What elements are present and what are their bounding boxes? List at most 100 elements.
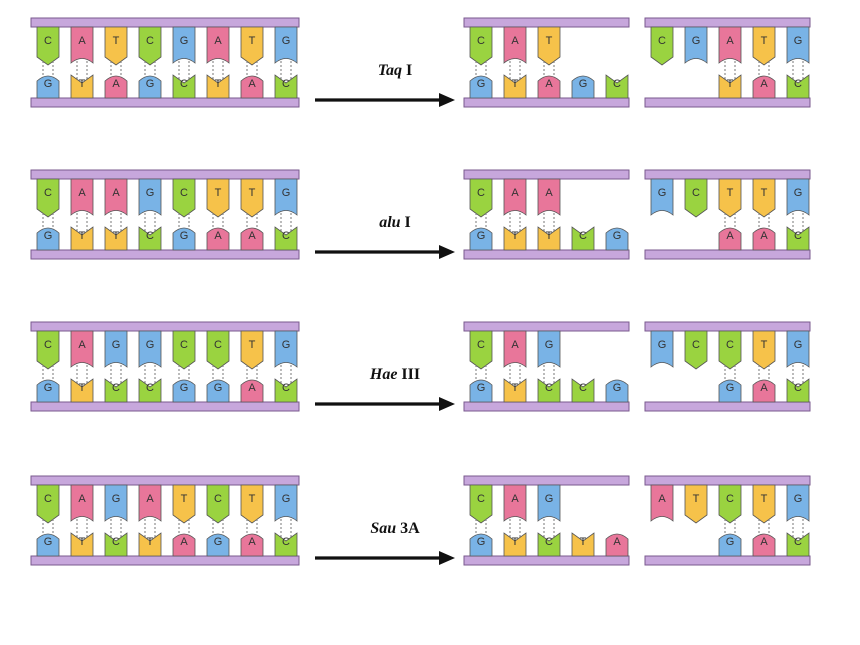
base-letter: A	[214, 35, 222, 47]
base-letter: A	[760, 230, 768, 242]
top-base-a	[650, 484, 674, 522]
base-letter: G	[658, 187, 667, 199]
right-top-backbone	[644, 169, 811, 180]
bottom-base-a	[752, 227, 776, 251]
base-letter: A	[511, 339, 519, 351]
base-letter: C	[579, 230, 587, 242]
bottom-base-t	[537, 226, 561, 251]
base-letter: C	[726, 339, 734, 351]
top-base-g	[786, 178, 810, 216]
top-base-a	[70, 178, 94, 216]
base-letter: C	[658, 35, 666, 47]
bottom-base-c	[138, 378, 162, 403]
base-letter: G	[180, 382, 189, 394]
top-base-a	[70, 26, 94, 64]
base-letter: A	[726, 230, 734, 242]
bottom-base-c	[537, 532, 561, 557]
bottom-base-g	[605, 227, 629, 251]
base-letter: A	[78, 493, 86, 505]
bottom-base-g	[206, 533, 230, 557]
bottom-base-g	[36, 227, 60, 251]
enzyme-name: Hae	[369, 366, 398, 383]
base-letter: G	[44, 536, 53, 548]
base-letter: G	[794, 493, 803, 505]
original-top-backbone	[30, 17, 300, 28]
left-top-backbone	[463, 17, 630, 28]
base-letter: A	[726, 35, 734, 47]
bottom-base-c	[104, 378, 128, 403]
left-bottom-backbone	[463, 97, 630, 108]
base-letter: C	[146, 230, 154, 242]
base-letter: G	[477, 382, 486, 394]
bottom-base-g	[36, 75, 60, 99]
bottom-base-a	[537, 75, 561, 99]
bottom-base-c	[786, 226, 810, 251]
base-letter: C	[692, 187, 700, 199]
enzyme-numeral: 3A	[396, 520, 420, 537]
base-letter: T	[249, 339, 256, 351]
base-letter: G	[545, 493, 554, 505]
base-letter: C	[180, 339, 188, 351]
base-letter: G	[477, 78, 486, 90]
bottom-base-t	[70, 532, 94, 557]
base-letter: A	[214, 230, 222, 242]
base-letter: G	[44, 382, 53, 394]
base-letter: C	[282, 230, 290, 242]
top-base-a	[70, 330, 94, 368]
enzyme-label: Hae III	[369, 366, 420, 383]
base-letter: C	[794, 78, 802, 90]
left-bottom-backbone	[463, 555, 630, 566]
original-bottom-backbone	[30, 249, 300, 260]
top-base-g	[138, 330, 162, 368]
base-letter: T	[215, 187, 222, 199]
bottom-base-g	[206, 379, 230, 403]
bottom-base-a	[240, 379, 264, 403]
base-letter: A	[78, 339, 86, 351]
bottom-base-c	[786, 378, 810, 403]
bottom-base-g	[469, 75, 493, 99]
original-bottom-backbone	[30, 555, 300, 566]
base-letter: G	[146, 187, 155, 199]
base-letter: G	[477, 230, 486, 242]
bottom-base-c	[274, 226, 298, 251]
bottom-base-t	[503, 532, 527, 557]
base-letter: G	[477, 536, 486, 548]
base-letter: C	[579, 382, 587, 394]
base-letter: T	[727, 78, 734, 90]
bottom-base-a	[718, 227, 742, 251]
base-letter: C	[146, 382, 154, 394]
base-letter: C	[477, 339, 485, 351]
base-letter: A	[78, 35, 86, 47]
enzyme-numeral: I	[402, 62, 412, 79]
base-letter: T	[546, 35, 553, 47]
base-letter: G	[146, 339, 155, 351]
base-letter: C	[794, 536, 802, 548]
bottom-base-t	[718, 74, 742, 99]
base-letter: G	[794, 339, 803, 351]
base-letter: C	[794, 230, 802, 242]
enzyme-name: Taq	[378, 62, 402, 79]
base-letter: C	[180, 187, 188, 199]
bottom-base-g	[172, 227, 196, 251]
base-letter: C	[146, 35, 154, 47]
original-bottom-backbone	[30, 401, 300, 412]
base-letter: C	[44, 493, 52, 505]
base-letter: A	[511, 35, 519, 47]
base-letter: G	[180, 35, 189, 47]
base-letter: G	[613, 382, 622, 394]
base-letter: T	[113, 35, 120, 47]
bottom-base-t	[104, 226, 128, 251]
base-letter: T	[249, 187, 256, 199]
base-letter: A	[760, 382, 768, 394]
base-letter: C	[44, 339, 52, 351]
base-letter: C	[794, 382, 802, 394]
bottom-base-g	[469, 379, 493, 403]
base-letter: G	[726, 382, 735, 394]
right-bottom-backbone	[644, 97, 811, 108]
base-letter: C	[477, 187, 485, 199]
base-letter: A	[112, 78, 120, 90]
